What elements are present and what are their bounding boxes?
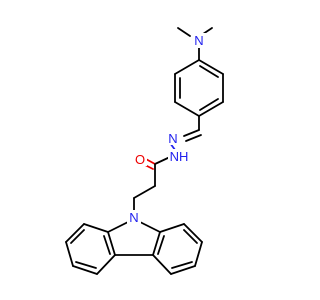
carbazole-right-inner-3 [157,235,165,255]
carbazole-right-inner-1 [183,229,198,244]
ring-inner-bond-2 [199,98,219,111]
carbazole-left-inner-2 [75,261,97,269]
n4-background [127,210,141,224]
carbazole-left-ring-2 [65,223,85,243]
atom-label-n2: N [168,131,177,146]
carbazole-pyrrole-bond-4 [107,231,116,256]
carbazole-right-ring-4 [170,265,196,275]
bond-nh-carbonyl [154,156,171,165]
carbazole-pyrrole-bond-1 [139,221,161,233]
ring-bond-6 [174,59,200,75]
carbazole-pyrrole-bond-2 [107,221,129,233]
carbazole-right-ring-2 [183,223,203,243]
bond-ch-n-double-2 [185,134,202,142]
n3-background [168,149,190,163]
bond-ch2-ch2 [133,185,156,199]
carbazole-left-ring-3 [65,241,74,267]
molecule-structure: N N NH O N [65,27,224,275]
carbazole-left-inner-3 [103,235,111,255]
ring-bond-1 [198,59,224,75]
carbazole-left-inner-1 [70,229,85,244]
atom-label-o1: O [135,152,145,167]
o1-background [133,152,147,166]
n1-background [192,33,207,48]
ring-bond-3 [198,101,224,117]
benzene-ring [174,59,224,117]
n2-background [166,131,180,145]
carbazole-right-inner-2 [171,261,193,269]
ring-inner-bond-1 [199,65,219,78]
atom-label-n3: NH [170,149,189,164]
carbazole-pyrrole-bond-3 [152,231,161,256]
bond-ch-n-double [183,129,200,137]
carbazole-right-ring-1 [159,223,185,233]
carbazole-left-ring-5 [96,254,116,275]
atom-label-n1: N [194,33,203,48]
ring-bond-4 [174,101,200,117]
carbazole-right-ring-3 [194,241,203,267]
carbazole-left-ring-1 [83,223,109,233]
bond-methyl-1 [177,27,191,37]
carbazole-right-ring-5 [152,254,172,275]
atom-label-n4: N [129,210,138,225]
carbazole-group [65,221,203,275]
atom-labels: N N NH O N [127,33,207,225]
carbazole-left-ring-4 [72,265,98,275]
